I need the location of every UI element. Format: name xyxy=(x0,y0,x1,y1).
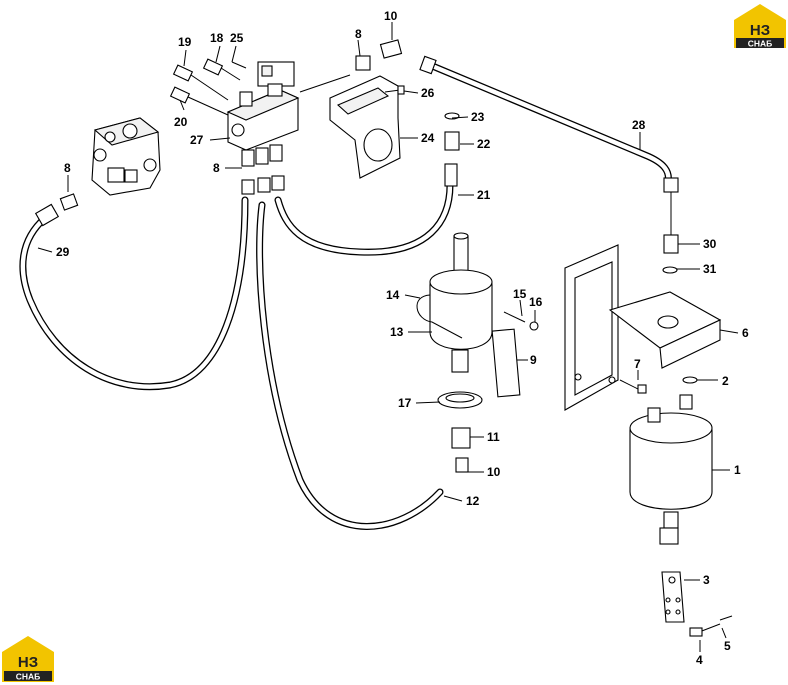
callout-17: 17 xyxy=(398,396,412,410)
callout-11: 11 xyxy=(487,430,500,444)
callout-6: 6 xyxy=(742,326,749,340)
callout-19: 19 xyxy=(178,35,192,49)
control-valve xyxy=(91,117,161,196)
callout-28: 28 xyxy=(632,118,646,132)
callout-9: 9 xyxy=(530,353,537,367)
logo-word: СНАБ xyxy=(16,672,41,682)
callout-21: 21 xyxy=(477,188,491,202)
callout-18: 18 xyxy=(210,31,224,45)
bracket-24 xyxy=(329,75,401,179)
callout-1: 1 xyxy=(734,463,741,477)
callout-10-bottom: 10 xyxy=(487,465,501,479)
callout-8-mid: 8 xyxy=(213,161,220,175)
callout-5: 5 xyxy=(724,639,731,653)
receiver-tank-1 xyxy=(619,376,713,545)
logo-letters: НЗ xyxy=(18,654,38,671)
callout-29: 29 xyxy=(56,245,70,259)
callout-3: 3 xyxy=(703,573,710,587)
logo-word: СНАБ xyxy=(748,39,773,49)
fitting-8-left xyxy=(34,193,79,227)
hoses xyxy=(19,61,672,530)
callout-23: 23 xyxy=(471,110,485,124)
logo-bottom-left: НЗ СНАБ xyxy=(2,636,54,682)
clevis-3 xyxy=(661,571,733,637)
callout-26: 26 xyxy=(421,86,435,100)
callout-30: 30 xyxy=(703,237,717,251)
callout-15: 15 xyxy=(513,287,527,301)
callout-8-left: 8 xyxy=(64,161,71,175)
fittings-30-31 xyxy=(662,177,679,274)
callout-24: 24 xyxy=(421,131,435,145)
callout-10-top: 10 xyxy=(384,9,398,23)
callout-20: 20 xyxy=(174,115,188,129)
top-fittings xyxy=(355,39,437,95)
logo-letters: НЗ xyxy=(750,22,770,39)
callout-7: 7 xyxy=(634,357,641,371)
callout-12: 12 xyxy=(466,494,480,508)
callout-4: 4 xyxy=(696,653,703,667)
hose-21 xyxy=(274,181,454,256)
callout-27: 27 xyxy=(190,133,204,147)
callout-31: 31 xyxy=(703,262,717,276)
leader-lines xyxy=(37,22,739,652)
manifold-block-27 xyxy=(169,58,300,195)
fittings-22-23 xyxy=(444,112,460,187)
callout-16: 16 xyxy=(529,295,543,309)
callout-labels: 1 2 3 4 5 6 7 8 8 8 9 10 10 11 12 13 14 … xyxy=(56,9,749,667)
callout-25: 25 xyxy=(230,31,244,45)
callout-8-top: 8 xyxy=(355,27,362,41)
callout-13: 13 xyxy=(390,325,404,339)
callout-2: 2 xyxy=(722,374,729,388)
tank-bracket-6 xyxy=(564,244,722,411)
callout-14: 14 xyxy=(386,288,400,302)
logo-top-right: НЗ СНАБ xyxy=(734,4,786,49)
callout-22: 22 xyxy=(477,137,491,151)
fuel-filter-13 xyxy=(416,232,539,473)
